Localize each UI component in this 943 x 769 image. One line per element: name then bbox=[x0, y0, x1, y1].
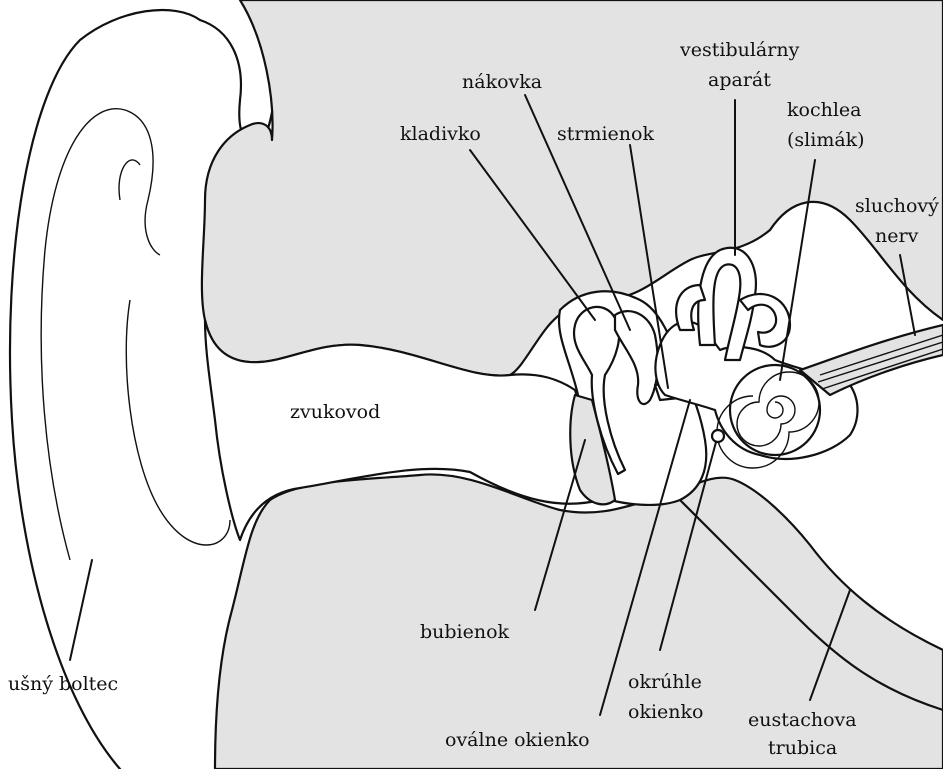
label-anvil: nákovka bbox=[462, 71, 542, 93]
label-eardrum: bubienok bbox=[420, 621, 510, 643]
label-oval-window: oválne okienko bbox=[445, 729, 590, 751]
label-cochlea-1: kochlea bbox=[787, 99, 861, 121]
label-nerve-2: nerv bbox=[875, 225, 919, 247]
label-round-window-1: okrúhle bbox=[628, 671, 702, 693]
auditory-nerve-shape bbox=[800, 325, 943, 395]
round-window-shape bbox=[712, 430, 724, 442]
label-stirrup: strmienok bbox=[557, 123, 654, 145]
label-round-window-2: okienko bbox=[628, 701, 703, 723]
label-vestibular-2: aparát bbox=[708, 69, 771, 91]
label-cochlea-2: (slimák) bbox=[787, 129, 865, 151]
label-pinna: ušný boltec bbox=[8, 673, 118, 695]
label-vestibular-1: vestibulárny bbox=[679, 39, 800, 61]
leader-pinna bbox=[70, 560, 92, 660]
antihelix-inner bbox=[41, 109, 160, 560]
label-eustachian-1: eustachova bbox=[748, 709, 857, 731]
label-hammer: kladivko bbox=[400, 123, 481, 145]
pinna-outline bbox=[10, 10, 200, 769]
label-nerve-1: sluchový bbox=[855, 195, 939, 217]
antihelix-fold bbox=[119, 160, 140, 200]
label-ear-canal: zvukovod bbox=[290, 401, 380, 423]
label-eustachian-2: trubica bbox=[768, 737, 837, 759]
cochlea-outer bbox=[730, 365, 820, 455]
